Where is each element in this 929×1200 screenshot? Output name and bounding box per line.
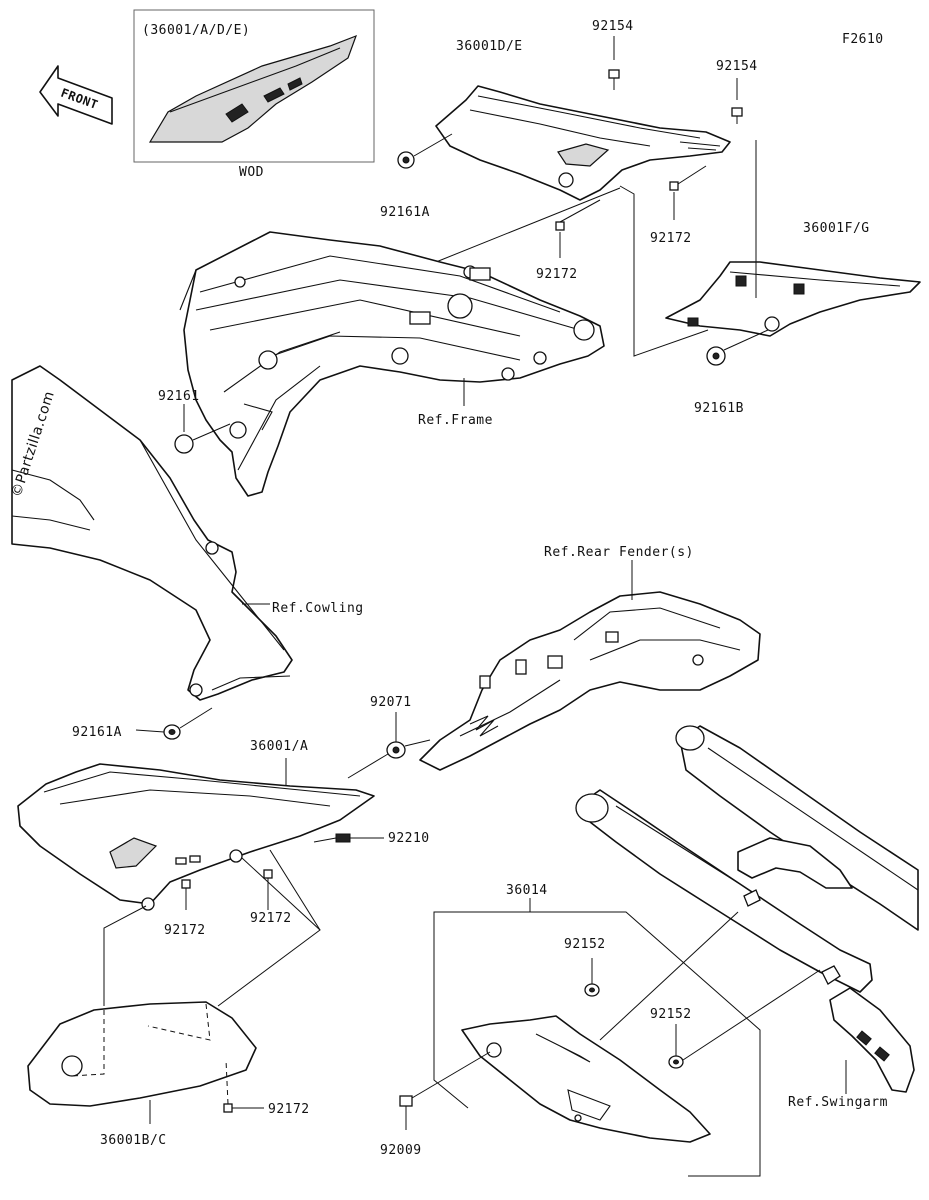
label-92172-top-b: 92172 bbox=[650, 231, 692, 246]
label-ref-frame: Ref.Frame bbox=[418, 413, 493, 428]
chain-guard bbox=[461, 1015, 711, 1143]
label-92172-mid-a: 92172 bbox=[164, 923, 206, 938]
grommet-92161A-mid bbox=[135, 707, 213, 740]
side-cover-lower bbox=[17, 763, 375, 911]
inset-caption: WOD bbox=[239, 165, 264, 180]
screw-92172-mid-a bbox=[181, 879, 191, 910]
inset-title: (36001/A/D/E) bbox=[142, 23, 250, 38]
screw-92172-top-b bbox=[669, 165, 707, 220]
bolt-92154-a bbox=[608, 36, 620, 90]
rear-fender bbox=[419, 591, 761, 771]
label-92172-mid-b: 92172 bbox=[250, 911, 292, 926]
inset-box: (36001/A/D/E) WOD bbox=[133, 9, 375, 180]
label-92172-top-a: 92172 bbox=[536, 267, 578, 282]
side-cover-upper-right bbox=[435, 85, 731, 201]
diagram-code: F2610 bbox=[842, 32, 884, 47]
label-92161A-mid: 92161A bbox=[72, 725, 122, 740]
bolt-92009 bbox=[399, 1051, 491, 1130]
label-36001BC: 36001B/C bbox=[100, 1133, 167, 1148]
cowling bbox=[11, 365, 293, 701]
label-36014: 36014 bbox=[506, 883, 548, 898]
label-ref-rear-fender: Ref.Rear Fender(s) bbox=[544, 545, 694, 560]
label-92172-bottom: 92172 bbox=[268, 1102, 310, 1117]
label-ref-swingarm: Ref.Swingarm bbox=[788, 1095, 888, 1110]
label-92161: 92161 bbox=[158, 389, 200, 404]
grommet-92071 bbox=[347, 712, 431, 779]
screw-92172-mid-b bbox=[263, 869, 273, 910]
grommet-92161A-top bbox=[397, 133, 453, 169]
swingarm bbox=[575, 725, 919, 1093]
side-cover-upper-left bbox=[665, 261, 921, 337]
label-36001FG: 36001F/G bbox=[803, 221, 870, 236]
label-92152-a: 92152 bbox=[564, 937, 606, 952]
label-92154-a: 92154 bbox=[592, 19, 634, 34]
inset-side-cover bbox=[148, 34, 358, 143]
label-92154-b: 92154 bbox=[716, 59, 758, 74]
label-92009: 92009 bbox=[380, 1143, 422, 1158]
grommet-92161B bbox=[706, 329, 769, 366]
label-36001A: 36001/A bbox=[250, 739, 308, 754]
label-ref-cowling: Ref.Cowling bbox=[272, 601, 364, 616]
label-92210: 92210 bbox=[388, 831, 430, 846]
grommet-92161 bbox=[174, 404, 231, 454]
clip-92210 bbox=[313, 833, 384, 843]
label-92161A-top: 92161A bbox=[380, 205, 430, 220]
screw-92172-bottom bbox=[223, 1059, 264, 1113]
bolt-92154-b bbox=[731, 78, 743, 124]
label-92161B: 92161B bbox=[694, 401, 744, 416]
side-cover-tail-piece bbox=[27, 1001, 257, 1107]
washer-92152-b bbox=[668, 969, 821, 1069]
rear-frame bbox=[179, 231, 605, 497]
front-arrow: FRONT bbox=[39, 65, 113, 125]
label-36001DE: 36001D/E bbox=[456, 39, 523, 54]
washer-92152-a bbox=[584, 958, 600, 997]
label-92071: 92071 bbox=[370, 695, 412, 710]
screw-92172-top-a bbox=[555, 199, 601, 258]
label-92152-b: 92152 bbox=[650, 1007, 692, 1022]
